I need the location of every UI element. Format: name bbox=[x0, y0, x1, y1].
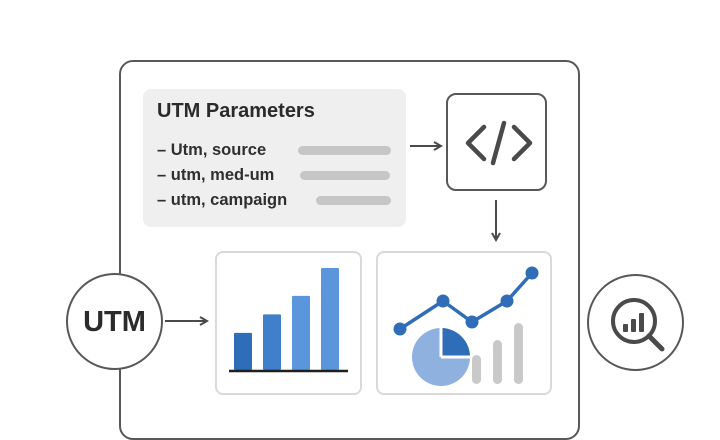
bar bbox=[292, 295, 310, 370]
gray-bar bbox=[493, 340, 502, 384]
magnifier-chart-icon bbox=[611, 298, 665, 352]
param-value-bar bbox=[316, 196, 391, 205]
line-point bbox=[393, 322, 407, 336]
line-point bbox=[436, 294, 450, 308]
gray-bar bbox=[514, 323, 523, 384]
param-label: – utm, med-um bbox=[157, 166, 275, 184]
code-box bbox=[446, 93, 547, 191]
param-label: – Utm, source bbox=[157, 141, 267, 159]
line-point bbox=[525, 266, 539, 280]
param-value-bar bbox=[300, 171, 390, 180]
line-point bbox=[500, 294, 514, 308]
utm-circle: UTM bbox=[66, 273, 163, 370]
bar bbox=[263, 314, 281, 370]
gray-bar bbox=[472, 355, 481, 384]
param-label: – utm, campaign bbox=[157, 191, 288, 209]
param-value-bar bbox=[298, 146, 391, 155]
analytics-circle bbox=[587, 274, 684, 371]
pie-slice-accent bbox=[441, 328, 470, 357]
bar bbox=[234, 332, 252, 370]
utm-circle-label: UTM bbox=[83, 306, 146, 338]
line-point bbox=[465, 315, 479, 329]
bar bbox=[321, 268, 339, 370]
bar-chart-icon bbox=[234, 268, 339, 370]
line-pie-chart-icon bbox=[393, 266, 539, 386]
diagram-overlay bbox=[165, 0, 539, 386]
code-brackets-icon bbox=[465, 120, 533, 166]
utm-parameters-title: UTM Parameters bbox=[157, 100, 315, 122]
